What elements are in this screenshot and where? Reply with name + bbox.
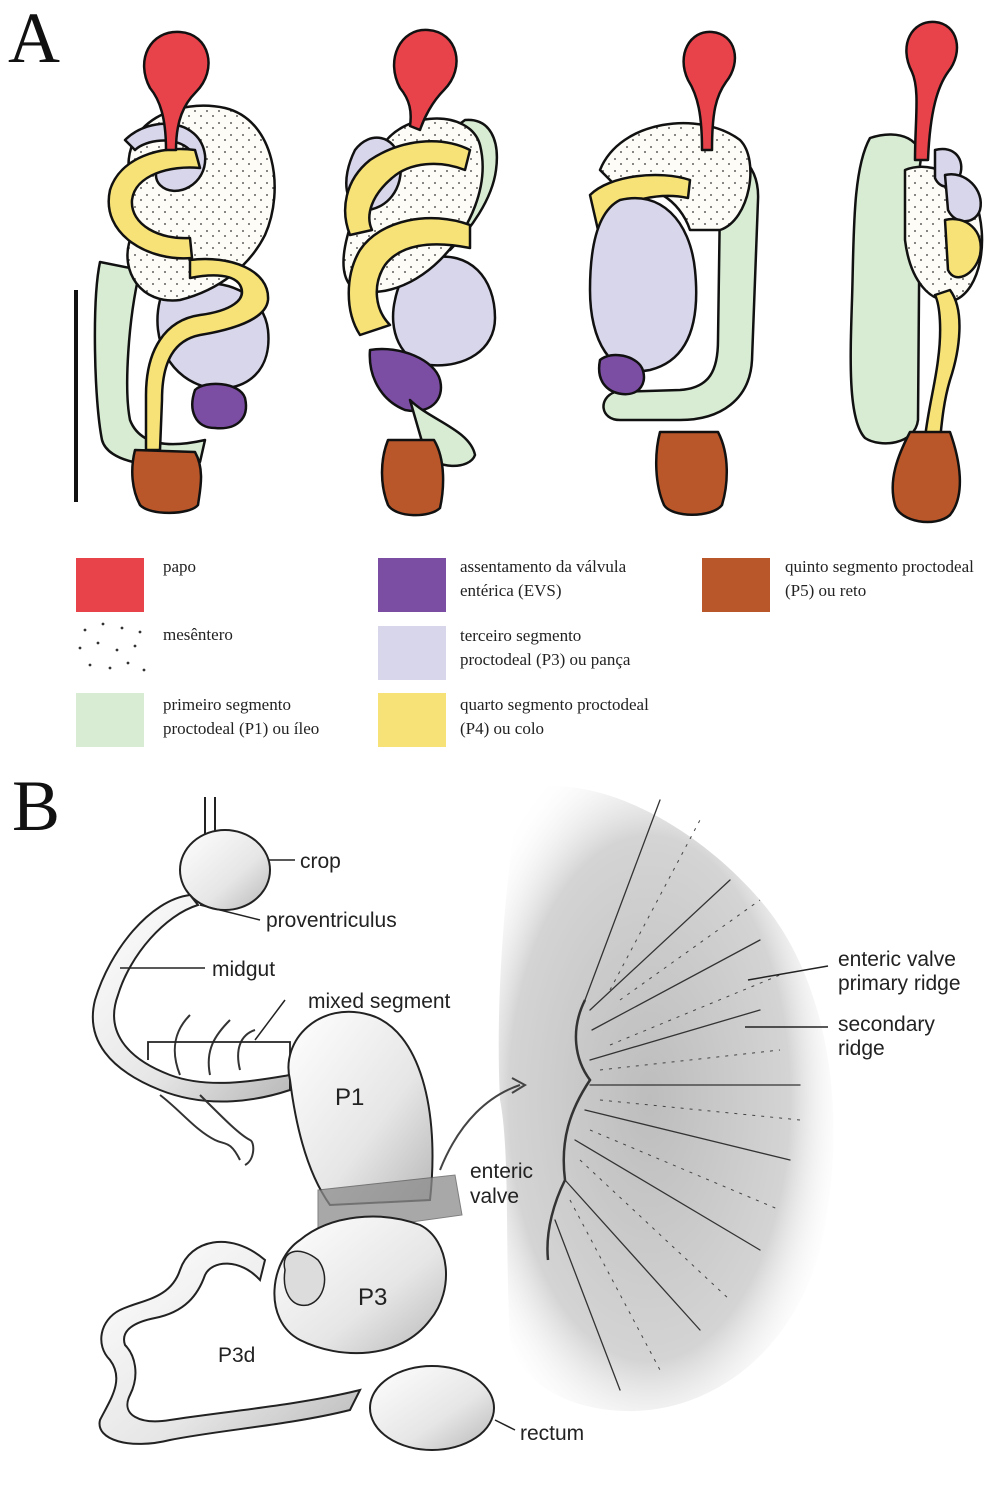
gut-diagram-3 <box>590 32 758 515</box>
label-enteric-valve-line2: valve <box>470 1185 519 1208</box>
termite-gut-illustration <box>93 797 525 1450</box>
legend-label-p4-line1: quarto segmento proctodeal <box>460 695 649 714</box>
legend-swatch-evs <box>378 558 446 612</box>
legend-label-p3-line1: terceiro segmento <box>460 626 581 645</box>
label-crop: crop <box>300 850 341 873</box>
legend-label-evs-line1: assentamento da válvula <box>460 557 627 576</box>
legend-swatch-crop <box>76 558 144 612</box>
legend-label-crop: papo <box>163 557 196 576</box>
panel-b-letter: B <box>12 766 60 846</box>
legend-swatch-p5 <box>702 558 770 612</box>
legend-label-p5-line2: (P5) ou reto <box>785 581 866 600</box>
label-p3: P3 <box>358 1284 387 1311</box>
label-primary-ridge-line1: enteric valve <box>838 948 956 971</box>
gut-diagram-4 <box>851 22 982 522</box>
enteric-valve-detail <box>499 786 834 1411</box>
label-p1: P1 <box>335 1084 364 1111</box>
panel-a-letter: A <box>8 0 60 78</box>
legend: papo mesêntero primeiro segmento proctod… <box>76 557 974 747</box>
gut-diagram-2 <box>343 30 496 515</box>
label-rectum: rectum <box>520 1422 584 1445</box>
legend-label-midgut: mesêntero <box>163 625 233 644</box>
legend-swatch-p4 <box>378 693 446 747</box>
legend-label-p4-line2: (P4) ou colo <box>460 719 544 738</box>
label-enteric-valve-line1: enteric <box>470 1160 533 1183</box>
rectum-organ <box>370 1366 494 1450</box>
legend-swatch-p3 <box>378 626 446 680</box>
mixed-segment-bracket <box>148 1042 290 1060</box>
legend-label-p1-line2: proctodeal (P1) ou íleo <box>163 719 319 738</box>
label-secondary-ridge-line1: secondary <box>838 1013 935 1036</box>
label-midgut: midgut <box>212 958 275 981</box>
label-proventriculus: proventriculus <box>266 909 397 932</box>
label-mixed-segment: mixed segment <box>308 990 451 1013</box>
legend-label-evs-line2: entérica (EVS) <box>460 581 561 600</box>
legend-swatch-midgut <box>79 623 146 672</box>
legend-label-p3-line2: proctodeal (P3) ou pança <box>460 650 631 669</box>
legend-label-p1-line1: primeiro segmento <box>163 695 291 714</box>
gut-diagram-1 <box>95 32 275 513</box>
label-p3d: P3d <box>218 1344 255 1367</box>
label-primary-ridge-line2: primary ridge <box>838 972 961 995</box>
legend-swatch-p1 <box>76 693 144 747</box>
label-secondary-ridge-line2: ridge <box>838 1037 885 1060</box>
legend-label-p5-line1: quinto segmento proctodeal <box>785 557 974 576</box>
